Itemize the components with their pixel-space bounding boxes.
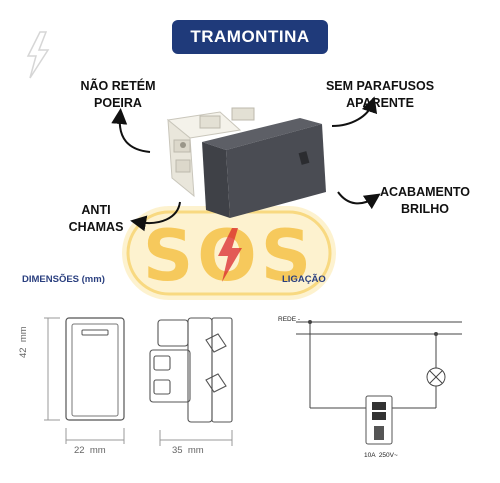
network-label: REDE - bbox=[278, 316, 301, 323]
feature-finish-label: ACABAMENTO BRILHO bbox=[379, 185, 471, 216]
rating-label: 10A 250V~ bbox=[364, 452, 398, 459]
arrow-finish-icon bbox=[337, 191, 381, 210]
section-dimensions-title: DIMENSÕES (mm) bbox=[22, 274, 105, 285]
width-dimension-label: 22 mm bbox=[74, 445, 106, 456]
brand-name: TRAMONTINA bbox=[190, 27, 310, 46]
arrow-screws-icon bbox=[331, 96, 378, 127]
feature-dust-label: NÃO RETÉM POEIRA bbox=[80, 79, 156, 110]
front-view-outline bbox=[65, 317, 125, 421]
brand-badge: TRAMONTINA bbox=[172, 20, 328, 54]
sos-watermark: SOS bbox=[122, 206, 336, 300]
feature-finish: ACABAMENTO BRILHO bbox=[365, 184, 485, 218]
feature-dust: NÃO RETÉM POEIRA bbox=[62, 78, 174, 112]
lamp-icon bbox=[426, 367, 446, 387]
lightning-decor-icon bbox=[26, 31, 50, 79]
arrow-flame-icon bbox=[130, 201, 181, 232]
section-wiring-title: LIGAÇÃO bbox=[282, 274, 326, 285]
wiring-diagram bbox=[296, 321, 462, 409]
height-dimension-label: 42 mm bbox=[18, 326, 29, 358]
feature-flame: ANTI CHAMAS bbox=[56, 202, 136, 236]
arrow-dust-icon bbox=[111, 108, 151, 153]
side-view-outline bbox=[149, 317, 233, 423]
switch-symbol-icon bbox=[365, 395, 393, 445]
bolt-icon bbox=[218, 228, 242, 282]
product-switch-image bbox=[166, 107, 326, 218]
depth-dimension-label: 35 mm bbox=[172, 445, 204, 456]
feature-flame-label: ANTI CHAMAS bbox=[68, 203, 124, 234]
